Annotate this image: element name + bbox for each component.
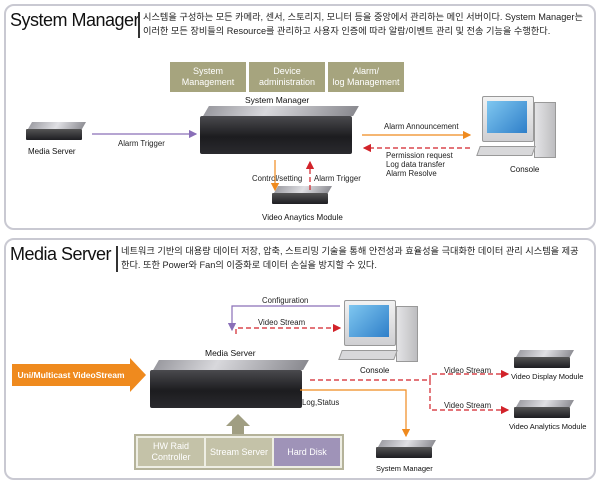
system-management-box: System Management [170, 62, 246, 92]
configuration-label: Configuration [262, 296, 309, 305]
media-server-title: Media Server [10, 244, 112, 264]
hard-disk-label: Hard Disk [287, 446, 327, 457]
console-requests-label: Permission request Log data transfer Ala… [386, 151, 453, 178]
video-display-device [514, 350, 575, 370]
components-up-arrowhead [226, 414, 250, 426]
media-server-device [26, 122, 87, 142]
media-server-unit [150, 360, 309, 410]
alarm-log-management-label: Alarm/ log Management [332, 66, 400, 87]
system-manager-center-label: System Manager [245, 95, 310, 105]
video-display-module-label: Video Display Module [511, 372, 584, 381]
video-stream-display-label: Video Stream [444, 366, 492, 375]
device-administration-label: Device administration [258, 66, 316, 87]
video-analytics-label: Video Anaytics Module [262, 213, 343, 222]
console-label-bottom: Console [360, 366, 390, 375]
configuration-line [227, 305, 340, 332]
title-divider-bottom [116, 246, 118, 272]
video-stream-console-line [235, 323, 342, 334]
video-stream-analytics-line [429, 380, 510, 415]
console-label: Console [510, 165, 540, 174]
hw-raid-controller-label: HW Raid Controller [151, 441, 191, 462]
input-stream-arrow: Uni/Multicast VideoStream [12, 364, 130, 386]
server-face [200, 116, 352, 154]
video-stream-top-label: Video Stream [258, 318, 306, 327]
stream-server-box: Stream Server [206, 438, 272, 466]
console-computer [476, 96, 558, 162]
stream-server-label: Stream Server [209, 446, 269, 457]
input-stream-arrowhead [130, 358, 146, 392]
media-server-center-label: Media Server [205, 348, 256, 358]
system-manager-label-bottom: System Manager [376, 464, 433, 473]
hard-disk-box: Hard Disk [274, 438, 340, 466]
hw-raid-controller-box: HW Raid Controller [138, 438, 204, 466]
media-server-description: 네트워크 기반의 대용량 데이터 저장, 압축, 스트리밍 기술을 통해 안전성… [121, 244, 591, 272]
server-face [150, 370, 302, 408]
description-line-1: 시스템을 구성하는 모든 카메라, 센서, 스토리지, 모니터 등을 중앙에서 … [143, 12, 583, 22]
control-setting-label: Control/setting [252, 174, 303, 183]
system-management-label: System Management [181, 66, 235, 87]
alarm-announcement-label: Alarm Announcement [384, 122, 459, 131]
components-up-arrow-shaft [232, 426, 244, 434]
video-analytics-device-bottom [514, 400, 575, 420]
title-divider [138, 12, 140, 38]
input-stream-label: Uni/Multicast VideoStream [17, 369, 125, 380]
video-analytics-device [272, 186, 333, 206]
log-status-line [300, 389, 411, 438]
system-manager-device [376, 440, 437, 460]
device-administration-box: Device administration [249, 62, 325, 92]
video-stream-display-line [310, 369, 510, 381]
video-analytics-module-label: Video Analytics Module [509, 422, 587, 431]
log-status-label: Log,Status [302, 398, 340, 407]
alarm-trigger-left-label: Alarm Trigger [118, 139, 165, 148]
system-manager-description: 시스템을 구성하는 모든 카메라, 센서, 스토리지, 모니터 등을 중앙에서 … [143, 10, 593, 38]
alarm-trigger-bottom-label: Alarm Trigger [314, 174, 361, 183]
description-line-1: 네트워크 기반의 대용량 데이터 저장, 압축, 스트리밍 기술을 통해 안전성… [121, 246, 579, 256]
video-stream-analytics-label: Video Stream [444, 401, 492, 410]
console-computer-bottom [338, 300, 420, 366]
system-manager-title: System Manager [10, 10, 140, 30]
description-line-2: 한다. 또한 Power와 Fan의 이중화로 데이터 손실을 방지할 수 있다… [121, 260, 377, 270]
description-line-2: 이러한 모든 장비들의 Resource를 관리하고 사용자 인증에 따라 알람… [143, 26, 551, 36]
media-server-label: Media Server [28, 147, 76, 156]
system-manager-server [200, 106, 359, 156]
alarm-log-management-box: Alarm/ log Management [328, 62, 404, 92]
